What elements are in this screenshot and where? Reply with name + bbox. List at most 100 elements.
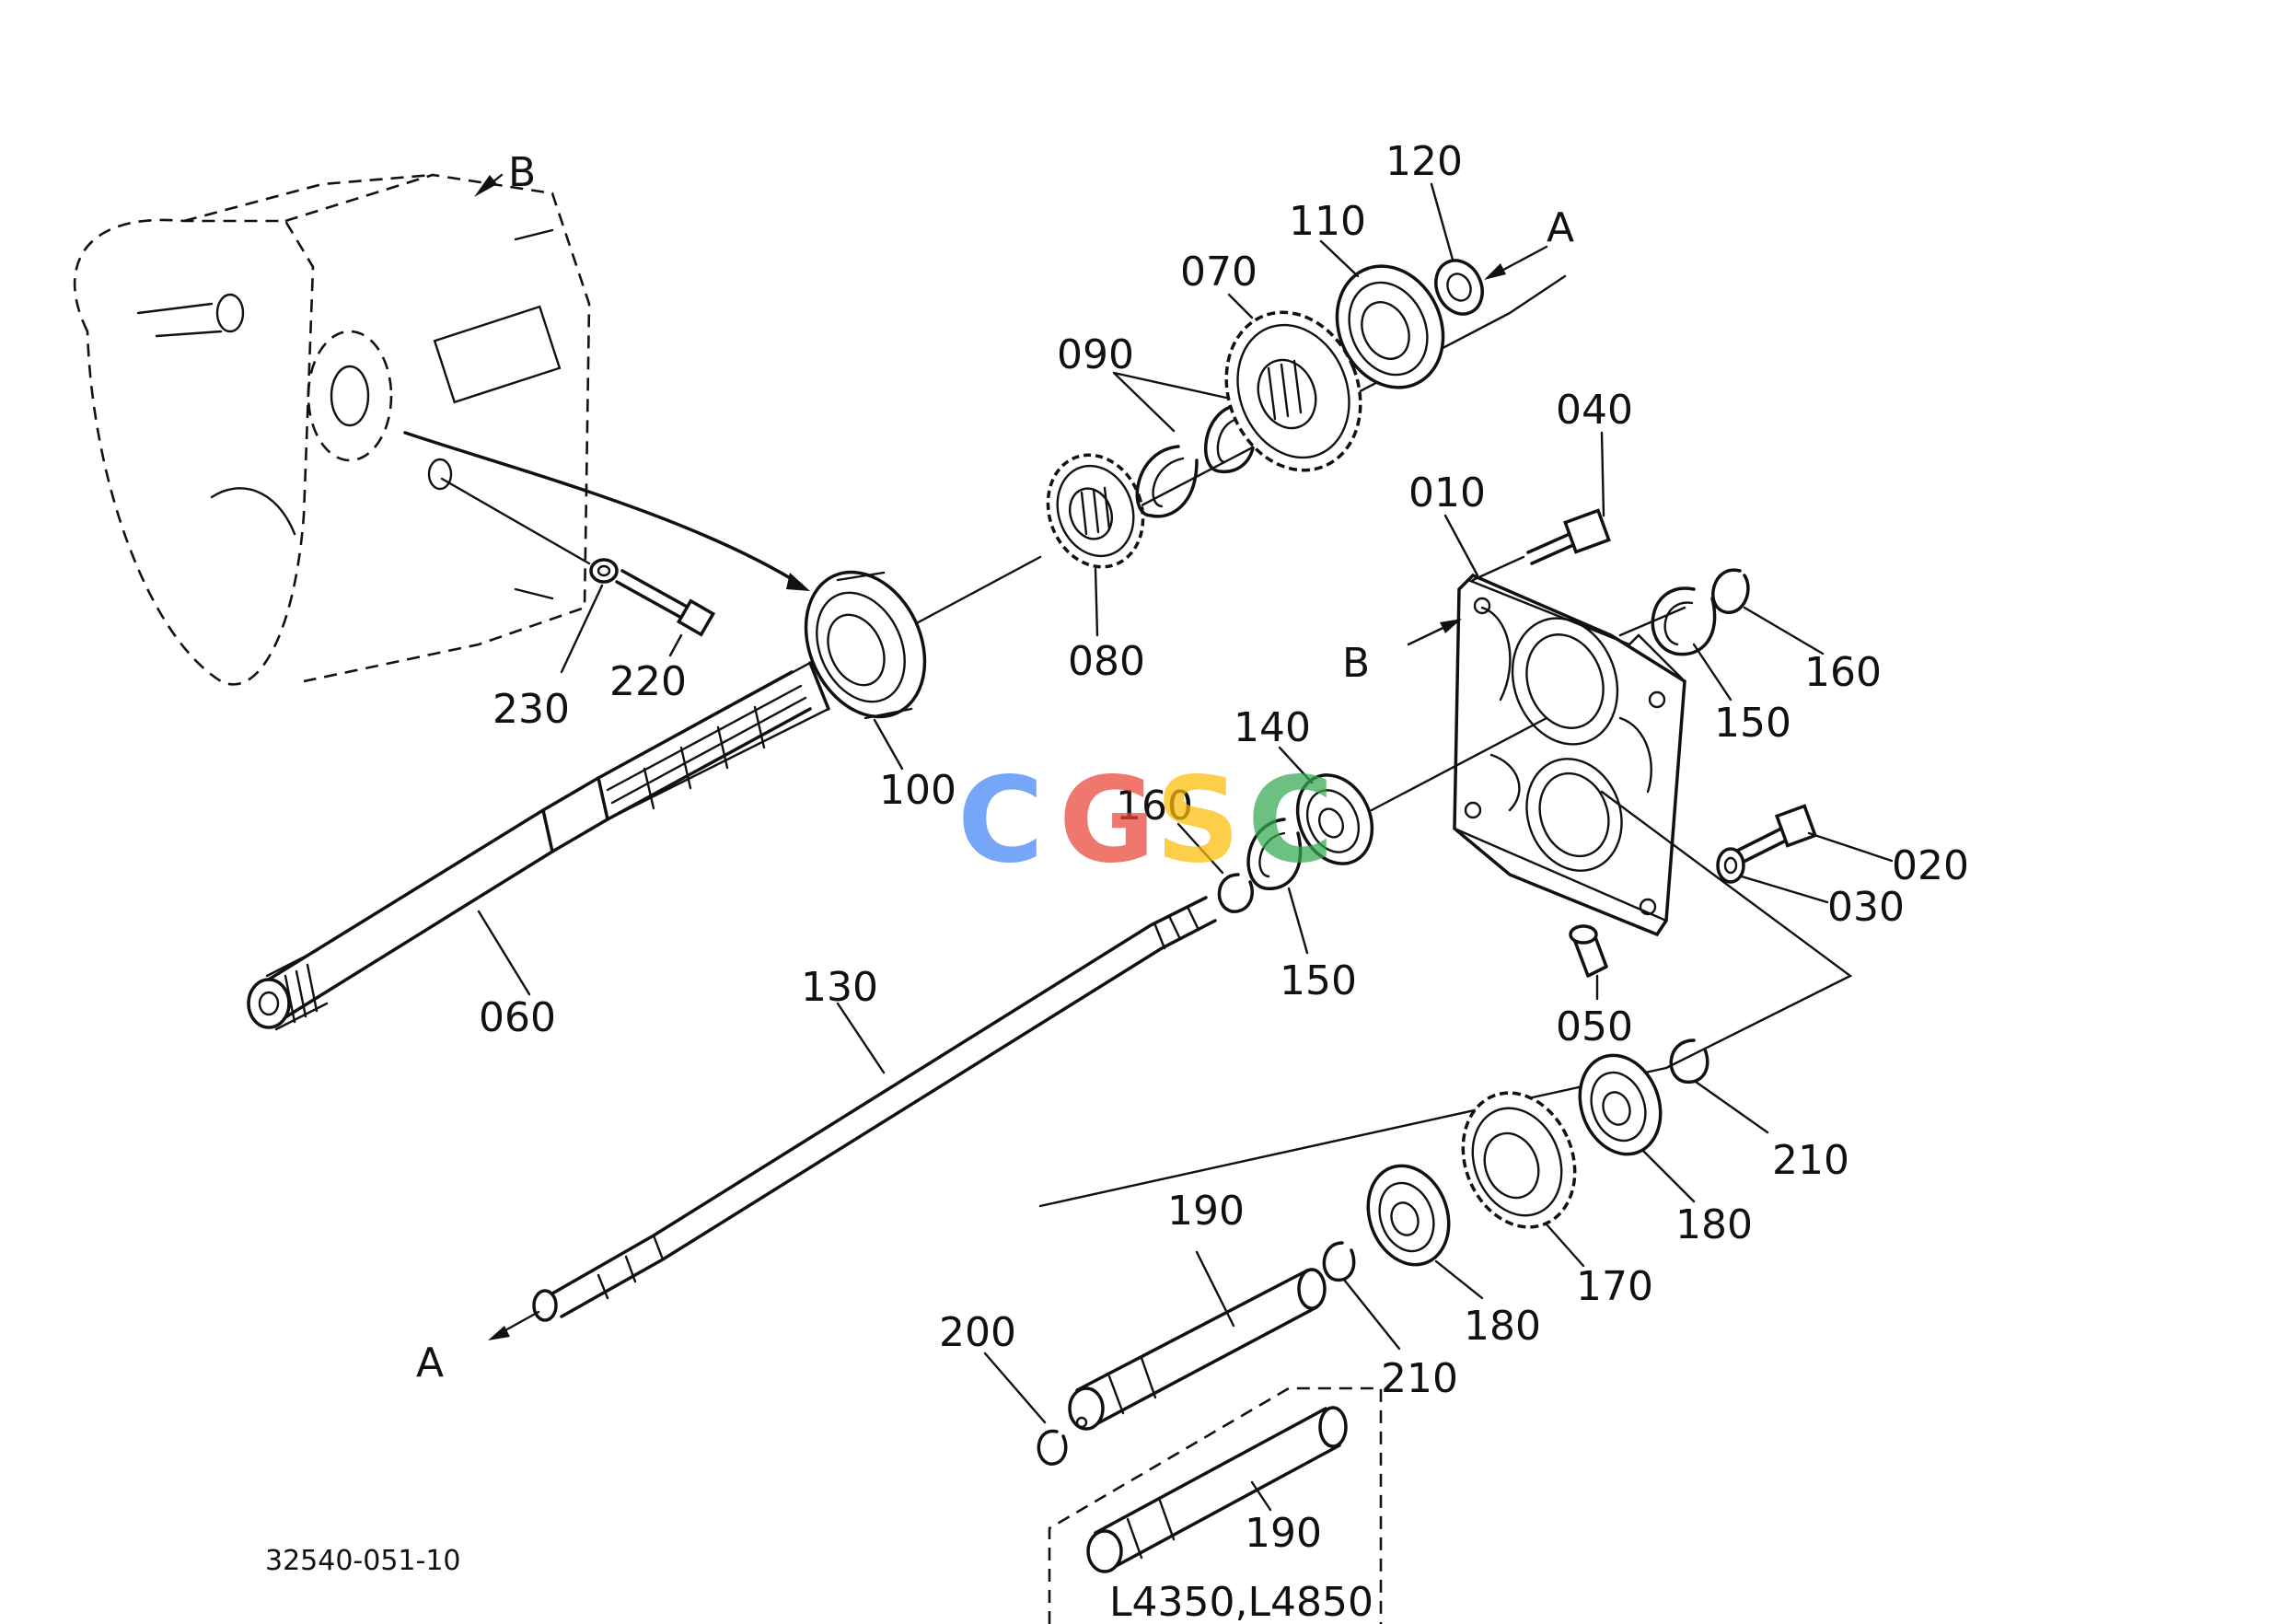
leader-210-right — [1694, 1080, 1769, 1134]
leader-200 — [983, 1351, 1047, 1424]
part-020-bolt — [1733, 804, 1818, 865]
axis-line-mid — [1370, 716, 1548, 812]
svg-text:B: B — [508, 149, 536, 196]
label-150-lower: 150 — [1280, 957, 1357, 1004]
part-180-bearing-right — [1578, 1053, 1663, 1156]
part-220-bolt — [615, 569, 716, 637]
leader-230 — [560, 584, 604, 674]
label-210-right: 210 — [1772, 1137, 1849, 1184]
diagram-code: 32540-051-10 — [265, 1545, 461, 1577]
svg-text:A: A — [1547, 204, 1574, 251]
label-140: 140 — [1234, 704, 1311, 751]
label-200: 200 — [939, 1309, 1016, 1356]
label-080: 080 — [1068, 638, 1145, 685]
part-120-collar — [1434, 259, 1484, 316]
leader-020 — [1807, 831, 1894, 863]
ref-arrow-b-top: B — [474, 149, 536, 197]
part-130-shaft — [532, 896, 1217, 1322]
watermark-letter-3: S — [1155, 752, 1240, 889]
leader-040 — [1600, 431, 1605, 517]
label-180-right: 180 — [1675, 1201, 1753, 1248]
leader-120 — [1430, 182, 1454, 261]
part-160-circlip-upper — [1711, 568, 1750, 614]
part-090-snap-rings — [1135, 403, 1256, 518]
part-080-gear — [1046, 453, 1145, 569]
svg-text:B: B — [1342, 640, 1370, 687]
svg-text:A: A — [416, 1340, 444, 1386]
leader-100 — [873, 718, 904, 771]
leader-160-lower — [1176, 822, 1224, 875]
watermark: C G S C — [957, 752, 1334, 889]
leader-090 — [1112, 371, 1228, 433]
part-100-bearing — [804, 570, 927, 720]
leader-220 — [668, 633, 683, 657]
leader-010 — [1443, 514, 1479, 577]
label-190-variant: 190 — [1245, 1510, 1322, 1557]
leader-110 — [1319, 239, 1360, 278]
part-200-clip — [1037, 1429, 1068, 1466]
leader-080 — [1094, 567, 1099, 637]
label-210-left: 210 — [1381, 1355, 1458, 1402]
leader-180-right — [1641, 1149, 1696, 1203]
ref-arrow-a-top: A — [1484, 204, 1574, 280]
label-230: 230 — [493, 686, 570, 733]
part-160-circlip-lower — [1217, 873, 1254, 913]
leader-190-upper — [1195, 1250, 1235, 1328]
label-220: 220 — [609, 658, 687, 705]
label-120: 120 — [1385, 138, 1463, 185]
part-190-shaft-variant — [1086, 1406, 1348, 1573]
part-180-bearing-left — [1366, 1164, 1451, 1267]
leader-150-lower — [1287, 887, 1309, 955]
part-050-dowel-pin — [1569, 924, 1608, 978]
part-140-bearing — [1295, 773, 1374, 865]
ref-arrow-b-plate: B — [1342, 619, 1462, 687]
label-190-upper: 190 — [1167, 1188, 1245, 1235]
label-020: 020 — [1892, 842, 1969, 889]
part-150-snap-ring-upper — [1651, 586, 1717, 656]
variant-box — [1048, 1386, 1383, 1624]
axis-line-upper-right — [1618, 606, 1686, 637]
label-010: 010 — [1408, 470, 1486, 516]
leader-140 — [1278, 746, 1314, 784]
part-210-circlip-right — [1669, 1038, 1709, 1084]
label-110: 110 — [1289, 198, 1366, 245]
label-180-left: 180 — [1464, 1303, 1541, 1350]
part-010-cover-plate — [1453, 573, 1686, 937]
watermark-letter-4: C — [1247, 752, 1334, 889]
part-040-bolt — [1471, 508, 1611, 582]
part-190-shaft-upper — [1068, 1268, 1327, 1431]
ref-arrow-a-bottom: A — [416, 1310, 540, 1386]
housing-to-washer-line — [440, 477, 591, 565]
label-050: 050 — [1556, 1003, 1633, 1050]
leader-130 — [836, 1002, 886, 1074]
housing-to-bearing-leader — [403, 431, 803, 586]
label-160-upper: 160 — [1804, 649, 1882, 696]
part-230-washer — [589, 558, 619, 584]
part-210-circlip-left — [1322, 1241, 1356, 1282]
label-170: 170 — [1576, 1263, 1653, 1310]
leader-180-left — [1434, 1259, 1484, 1300]
label-160-lower: 160 — [1116, 783, 1193, 829]
leader-060 — [477, 910, 531, 996]
label-090: 090 — [1057, 331, 1134, 378]
label-070: 070 — [1180, 249, 1257, 296]
watermark-letter-1: C — [957, 752, 1044, 889]
leader-190-variant — [1250, 1480, 1272, 1512]
leader-070 — [1227, 293, 1254, 319]
label-030: 030 — [1827, 884, 1905, 931]
axis-line-lower-right — [1038, 790, 1853, 1208]
leader-160-upper — [1743, 606, 1825, 655]
variant-note: L4350,L4850 — [1109, 1579, 1373, 1624]
label-060: 060 — [479, 994, 556, 1041]
part-070-gear — [1224, 310, 1362, 472]
label-100: 100 — [879, 767, 956, 814]
label-150-upper: 150 — [1714, 700, 1791, 747]
leader-170 — [1545, 1223, 1585, 1268]
axis-line-upper — [910, 274, 1567, 628]
part-170-gear — [1461, 1091, 1577, 1229]
part-110-bearing — [1335, 264, 1445, 389]
part-030-washer — [1716, 847, 1745, 884]
label-130: 130 — [801, 964, 878, 1011]
label-040: 040 — [1556, 387, 1633, 434]
